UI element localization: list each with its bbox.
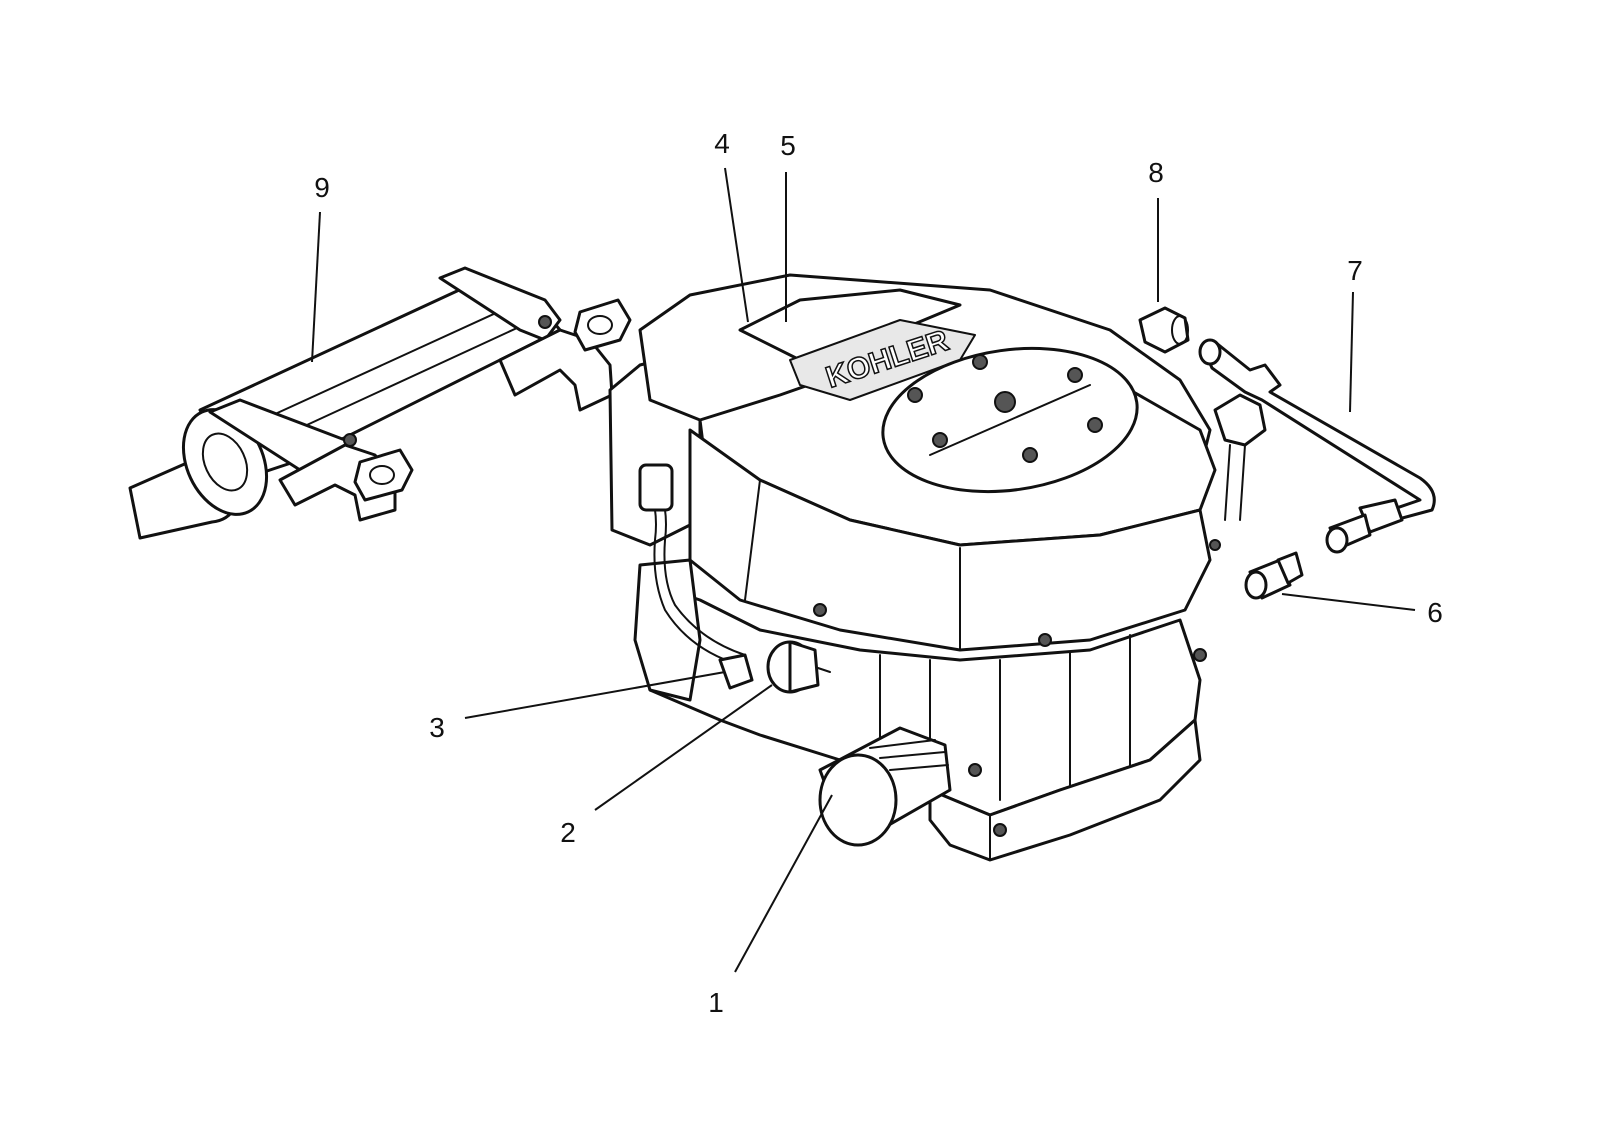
fuel-filter [766, 640, 831, 694]
callout-9: 9 [314, 172, 330, 203]
leader-3 [464, 671, 726, 719]
muffler [128, 266, 632, 540]
leader-1 [734, 794, 833, 973]
leader-9 [311, 211, 321, 363]
callout-2: 2 [560, 817, 576, 848]
callout-5: 5 [780, 130, 796, 161]
leader-7 [1349, 291, 1354, 413]
engine: KOHLER [608, 273, 1267, 862]
fuel-clamp [718, 653, 754, 690]
leader-6 [1281, 593, 1416, 611]
callout-8: 8 [1148, 157, 1164, 188]
leader-2 [594, 684, 773, 811]
fitting-nut [1138, 306, 1190, 354]
callouts: 1 2 3 4 5 6 7 8 9 [314, 128, 1443, 1018]
oil-filter [818, 726, 952, 847]
callout-7: 7 [1347, 255, 1363, 286]
leader-lines [311, 167, 1416, 973]
callout-6: 6 [1427, 597, 1443, 628]
drain-fitting [1244, 551, 1304, 600]
oil-drain-line [1198, 338, 1436, 554]
leader-4 [724, 167, 749, 323]
callout-1: 1 [708, 987, 724, 1018]
callout-4: 4 [714, 128, 730, 159]
callout-3: 3 [429, 712, 445, 743]
